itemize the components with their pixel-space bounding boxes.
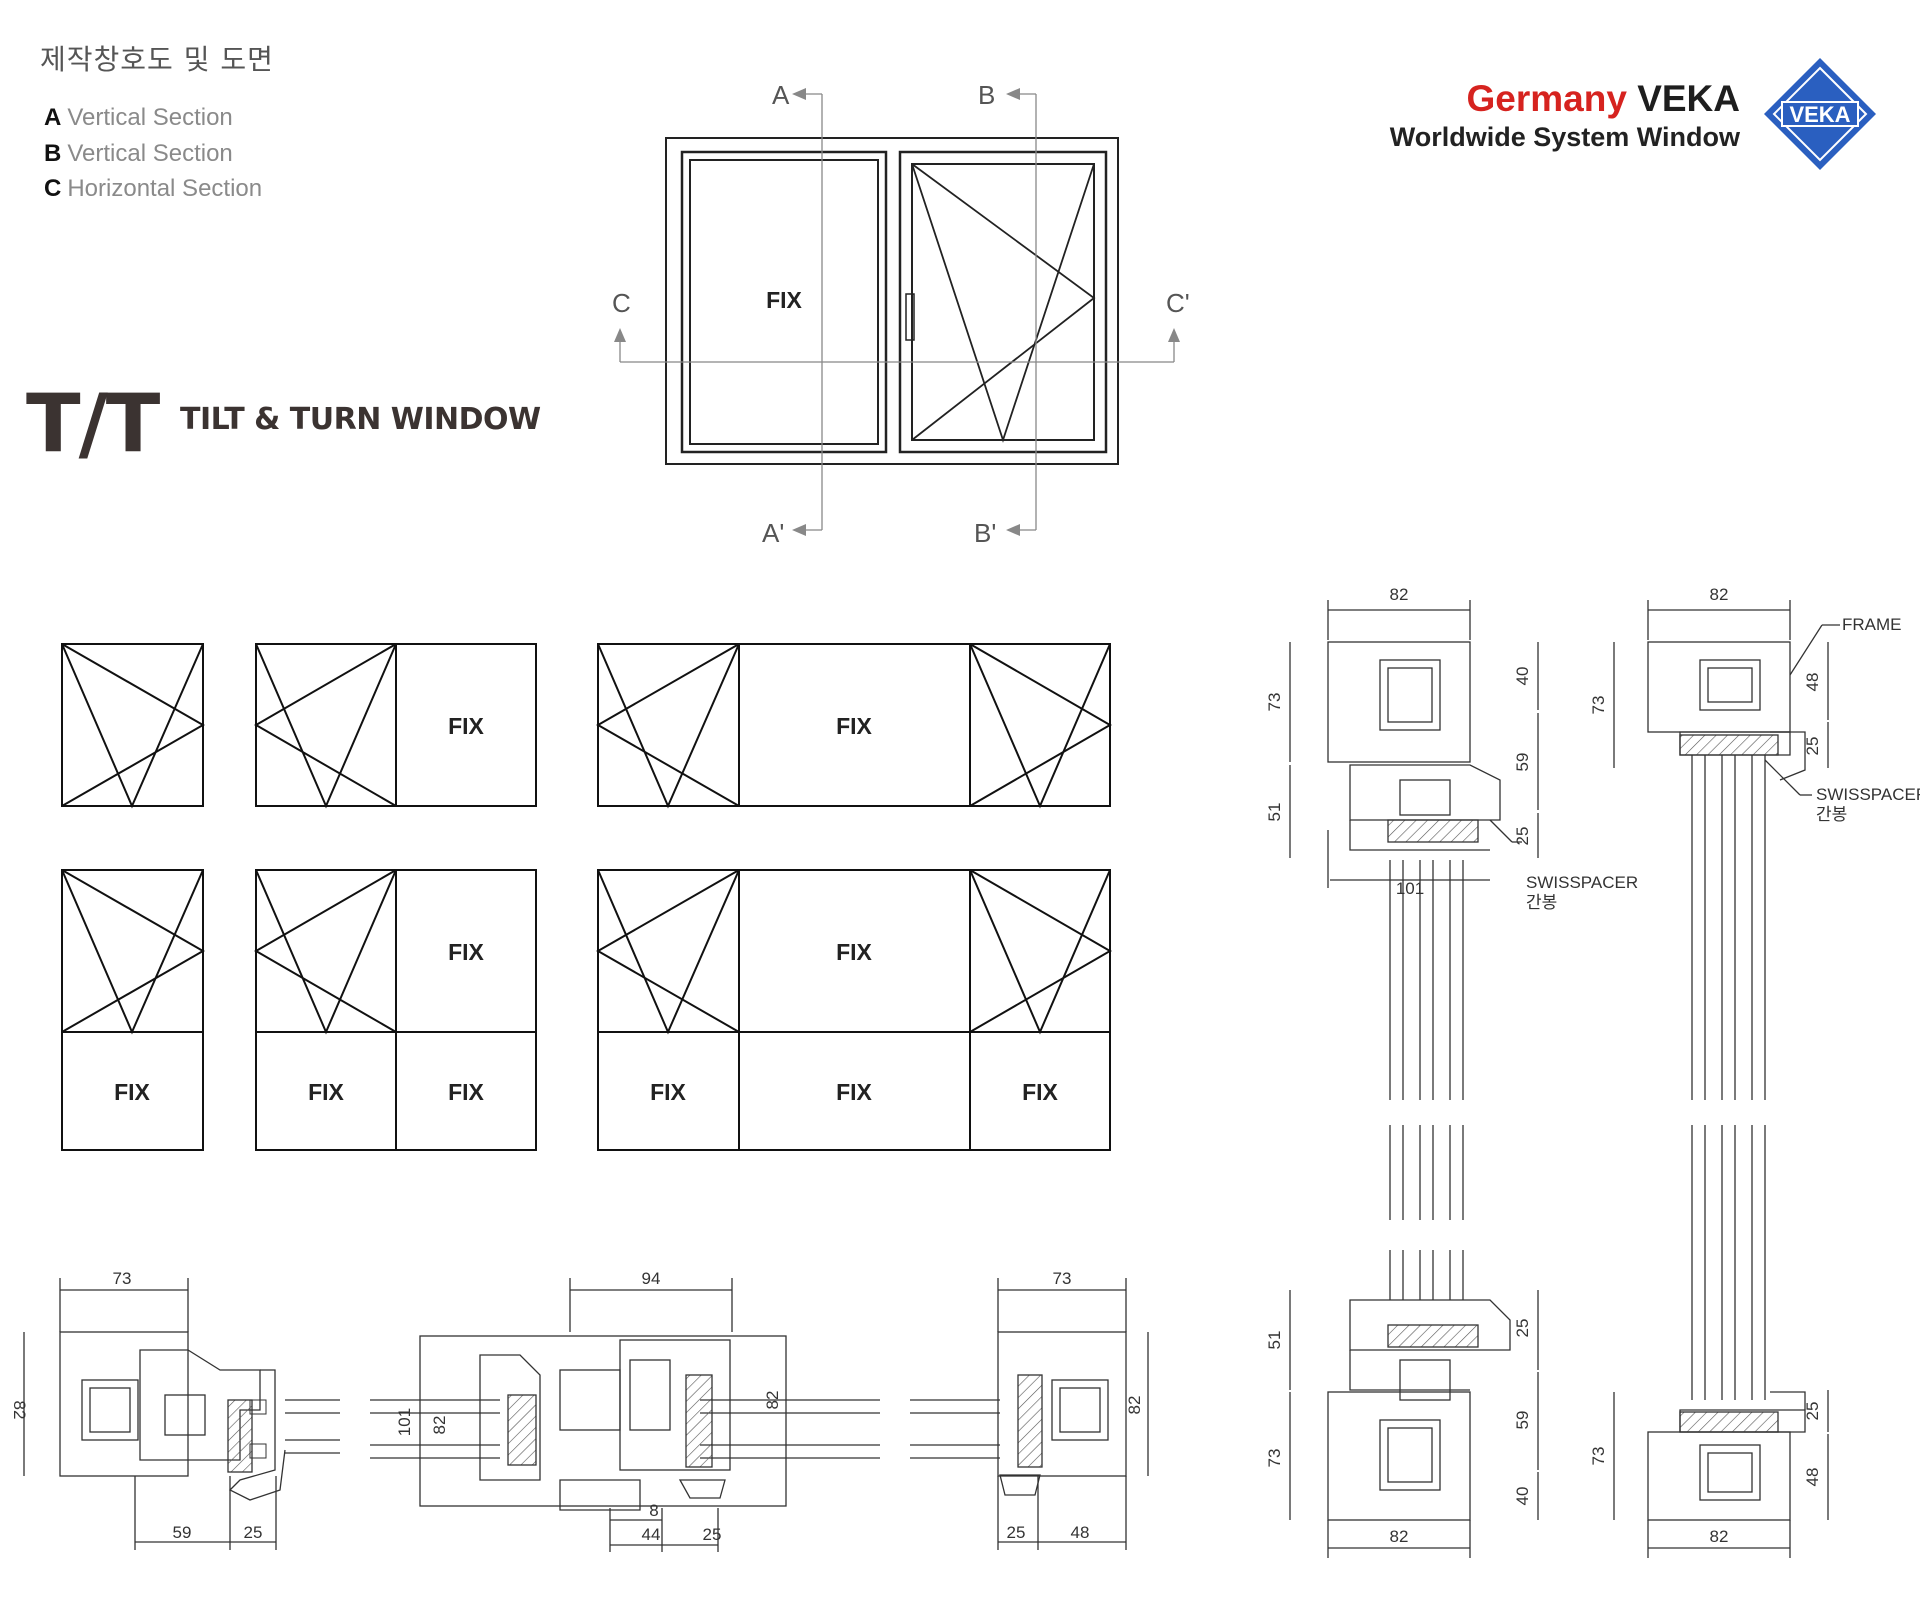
section-c-mid: 94 101 82 82 8 44 25 [370, 1269, 880, 1552]
dim-v2: 82 [430, 1416, 449, 1435]
dim-b2: 25 [244, 1523, 263, 1542]
dim-bottom: 101 [1396, 879, 1424, 898]
dim-bottom: 82 [1390, 1527, 1409, 1546]
fix-label: FIX [448, 1079, 484, 1105]
dim-r3: 25 [1513, 827, 1532, 846]
legend-key: A [44, 104, 62, 131]
dim-v1: 101 [395, 1408, 414, 1436]
dim-b1: 25 [1007, 1523, 1026, 1542]
fix-label: FIX [836, 939, 872, 965]
turn-indicator [911, 163, 1096, 441]
window-handle-icon [905, 293, 915, 341]
legend-label: Vertical Section [67, 140, 233, 167]
tt-logo: T/T [26, 377, 160, 470]
swisspacer-note: SWISSPACER [1816, 785, 1920, 804]
dim-small: 8 [649, 1501, 658, 1520]
product-name: TILT & TURN WINDOW [180, 402, 541, 437]
dim-frame: 73 [1265, 693, 1284, 712]
window-configurations: FIX FIX FIX FIX FIX FIX FIX FIX FIX FIX [61, 643, 1112, 1151]
fix-label: FIX [448, 713, 484, 739]
brand-name: VEKA [1637, 78, 1740, 119]
legend-label: Horizontal Section [67, 175, 263, 202]
dim-r2: 59 [1513, 753, 1532, 772]
dim-width: 82 [1390, 585, 1409, 604]
fixed-pane-frame [680, 150, 888, 454]
section-marker-b-prime: B' [974, 518, 996, 548]
fix-label: FIX [836, 713, 872, 739]
dim-frame: 73 [1589, 696, 1608, 715]
dim-r1: 25 [1513, 1319, 1532, 1338]
spacer-note: 간봉 [1816, 805, 1847, 824]
dim-b1: 59 [173, 1523, 192, 1542]
fix-label: FIX [836, 1079, 872, 1105]
main-elevation-diagram: A B A' B' C C' FIX [612, 80, 1190, 548]
section-c-left: 73 82 59 25 [10, 1269, 340, 1550]
dim-v3: 82 [763, 1391, 782, 1410]
dim-l2: 73 [1265, 1449, 1284, 1468]
section-marker-a: A [772, 80, 790, 110]
section-marker-c: C [612, 288, 631, 318]
legend-key: B [44, 140, 62, 167]
sash-frame [898, 150, 1108, 454]
dim-r2: 48 [1803, 1468, 1822, 1487]
dim-l1: 51 [1265, 1331, 1284, 1350]
frame-note: FRAME [1842, 615, 1902, 634]
fix-label: FIX [1022, 1079, 1058, 1105]
dim-height: 82 [10, 1401, 29, 1420]
spacer-note: 간봉 [1526, 893, 1557, 912]
swisspacer-note: SWISSPACER [1526, 873, 1638, 892]
section-c-right: 73 82 25 48 [910, 1269, 1149, 1550]
dim-sash: 51 [1265, 803, 1284, 822]
fix-label: FIX [448, 939, 484, 965]
dim-b2: 25 [703, 1525, 722, 1544]
dim-b1: 44 [642, 1525, 661, 1544]
fix-label: FIX [308, 1079, 344, 1105]
dim-width: 82 [1710, 585, 1729, 604]
section-a-bottom: 51 73 25 59 40 82 [1265, 1290, 1539, 1558]
legend-key: C [44, 175, 62, 202]
dim-r2: 25 [1803, 737, 1822, 756]
dim-frame: 73 [1589, 1447, 1608, 1466]
fixed-pane-glass [689, 159, 879, 445]
fix-label: FIX [766, 287, 802, 313]
dim-r1: 48 [1803, 673, 1822, 692]
section-marker-b: B [978, 80, 995, 110]
section-marker-a-prime: A' [762, 518, 784, 548]
brand-country: Germany [1466, 78, 1627, 119]
fix-label: FIX [650, 1079, 686, 1105]
tilt-indicator [911, 163, 1095, 443]
fix-label: FIX [114, 1079, 150, 1105]
legend-label: Vertical Section [67, 104, 233, 131]
dim-width: 73 [1053, 1269, 1072, 1288]
section-b-bottom: 73 25 48 82 [1589, 1390, 1829, 1558]
dim-width: 73 [113, 1269, 132, 1288]
page-title: 제작창호도 및 도면 [40, 43, 274, 76]
dim-width: 94 [642, 1269, 661, 1288]
dim-b2: 48 [1071, 1523, 1090, 1542]
dim-bottom: 82 [1710, 1527, 1729, 1546]
dim-r3: 40 [1513, 1487, 1532, 1506]
brand-tagline: Germany VEKA [1466, 78, 1740, 120]
dim-r1: 40 [1513, 667, 1532, 686]
section-marker-c-prime: C' [1166, 288, 1190, 318]
section-a-top: 82 73 51 40 59 25 101 SWISSPACER 간봉 [1265, 585, 1638, 1100]
dim-height: 82 [1125, 1396, 1144, 1415]
brand-subtitle: Worldwide System Window [1389, 122, 1740, 152]
outer-frame [665, 137, 1119, 465]
vertical-sections: 82 73 51 40 59 25 101 SWISSPACER 간봉 82 7… [1265, 585, 1920, 1558]
veka-logo-icon: VEKA [1764, 58, 1876, 170]
horizontal-sections: 73 82 59 25 94 101 82 82 8 44 [10, 1269, 1149, 1552]
veka-logo-text: VEKA [1789, 102, 1850, 127]
dim-r1: 25 [1803, 1402, 1822, 1421]
dim-r2: 59 [1513, 1411, 1532, 1430]
sash-glass [911, 163, 1095, 441]
section-b-top: 82 73 48 25 FRAME SWISSPACER 간봉 [1589, 585, 1920, 1100]
